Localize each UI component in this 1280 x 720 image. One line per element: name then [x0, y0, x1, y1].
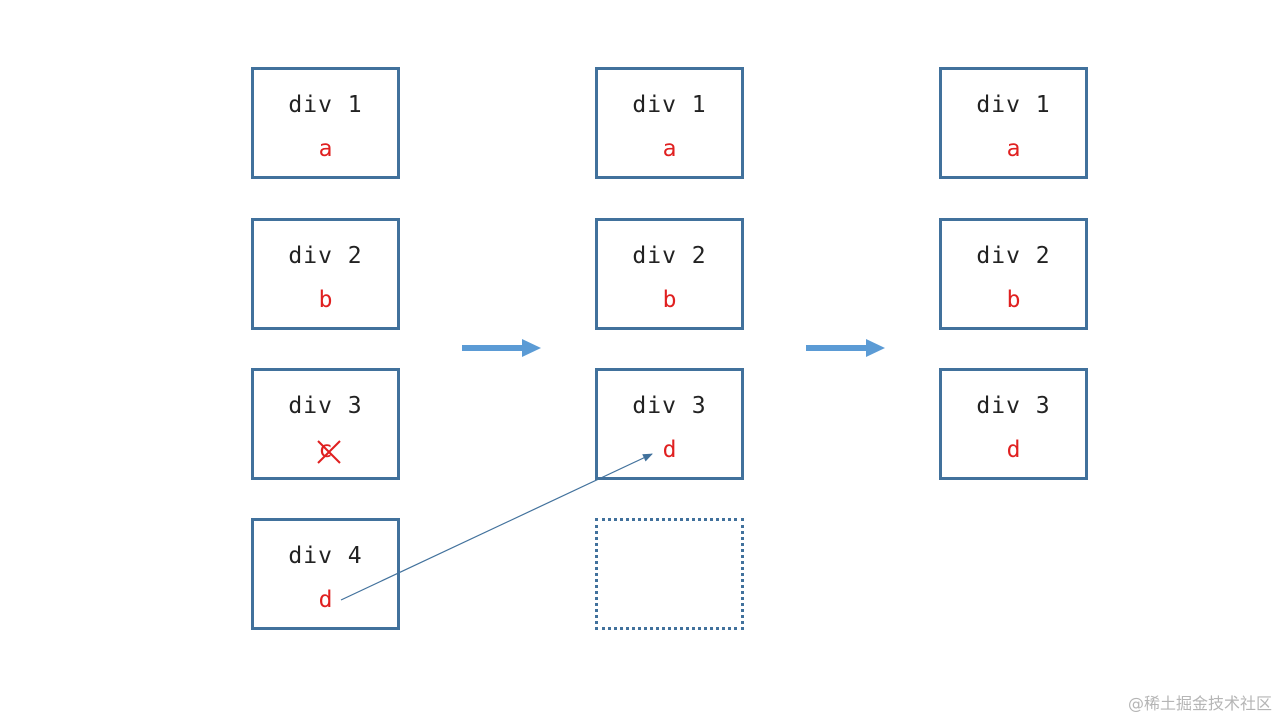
transition-arrow-1	[462, 339, 541, 357]
col3-box-div3: div 3 d	[939, 368, 1088, 480]
box-title: div 3	[288, 393, 363, 419]
box-value: a	[662, 136, 677, 162]
col2-box-div1: div 1 a	[595, 67, 744, 179]
box-value: a	[1006, 136, 1021, 162]
box-title: div 3	[976, 393, 1051, 419]
col1-box-div3: div 3 c	[251, 368, 400, 480]
col1-box-div2: div 2 b	[251, 218, 400, 330]
box-title: div 1	[288, 92, 363, 118]
box-value: a	[318, 136, 333, 162]
box-value: b	[318, 287, 333, 313]
box-title: div 2	[976, 243, 1051, 269]
watermark: @稀土掘金技术社区	[1127, 694, 1272, 713]
box-title: div 2	[288, 243, 363, 269]
box-title: div 3	[632, 393, 707, 419]
col3-box-div2: div 2 b	[939, 218, 1088, 330]
box-title: div 1	[976, 92, 1051, 118]
strike-cross-icon	[317, 440, 341, 464]
box-value: b	[662, 287, 677, 313]
box-value: d	[662, 437, 677, 463]
col2-box-div2: div 2 b	[595, 218, 744, 330]
box-title: div 1	[632, 92, 707, 118]
transition-arrow-2	[806, 339, 885, 357]
box-value: d	[318, 587, 333, 613]
box-value: b	[1006, 287, 1021, 313]
box-value: d	[1006, 437, 1021, 463]
col1-box-div4: div 4 d	[251, 518, 400, 630]
col1-box-div1: div 1 a	[251, 67, 400, 179]
col3-box-div1: div 1 a	[939, 67, 1088, 179]
col2-empty-placeholder-box	[595, 518, 744, 630]
col2-box-div3: div 3 d	[595, 368, 744, 480]
box-value: c	[318, 437, 333, 463]
box-title: div 4	[288, 543, 363, 569]
box-title: div 2	[632, 243, 707, 269]
